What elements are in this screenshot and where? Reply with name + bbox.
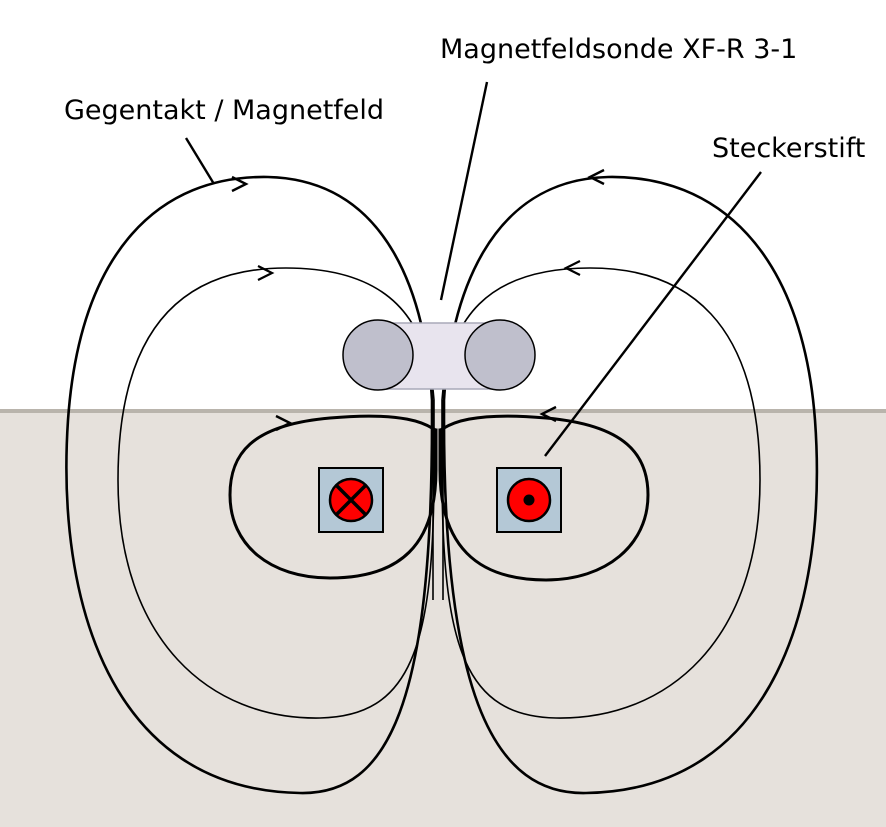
dot-center <box>523 494 535 506</box>
arrow-outer-right <box>587 168 605 186</box>
label-probe: Magnetfeldsonde XF-R 3-1 <box>440 34 797 65</box>
field-line-middle-right <box>441 267 761 719</box>
cross-stroke-b <box>334 483 368 517</box>
leader-field <box>184 137 216 185</box>
arrow-inner-left <box>275 414 293 432</box>
arrow-middle-left <box>257 265 275 281</box>
arrow-middle-right <box>563 260 581 276</box>
leader-pin <box>544 171 762 457</box>
probe-left-core <box>342 319 414 391</box>
label-pin: Steckerstift <box>712 133 865 164</box>
arrow-outer-left <box>231 175 249 193</box>
field-line-inner-right <box>438 414 650 582</box>
field-line-outer-right <box>442 175 819 795</box>
field-line-outer-left <box>65 175 434 795</box>
probe-right-core <box>464 319 536 391</box>
field-line-inner-left <box>228 414 438 580</box>
field-line-middle-left <box>117 267 435 719</box>
label-field: Gegentakt / Magnetfeld <box>64 95 384 126</box>
arrow-inner-right <box>539 405 557 423</box>
leader-probe <box>439 81 489 301</box>
